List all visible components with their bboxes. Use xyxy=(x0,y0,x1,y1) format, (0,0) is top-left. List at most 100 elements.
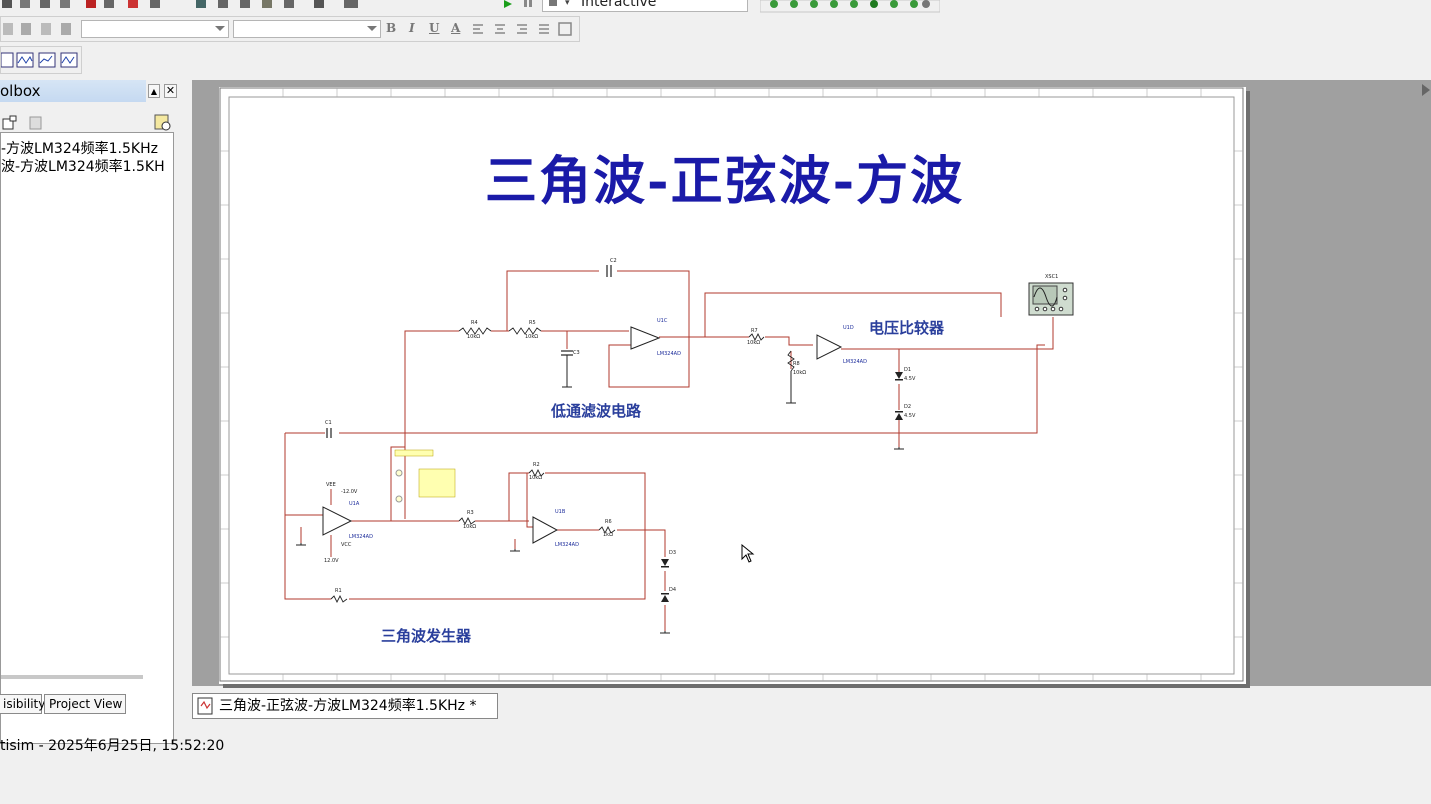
ground-symbols xyxy=(296,355,904,634)
label-R6: R6 xyxy=(605,519,612,525)
toolbar-row-2: B I U A xyxy=(0,16,580,42)
status-bar: tisim - 2025年6月25日, 15:52:20 xyxy=(0,730,1431,762)
capacitor-C2 xyxy=(606,265,612,277)
design-tree: -方波LM324频率1.5KHz 波-方波LM324频率1.5KH xyxy=(0,132,174,744)
label-C2: C2 xyxy=(610,258,617,264)
label-R1: R1 xyxy=(335,588,342,594)
italic-button[interactable]: I xyxy=(409,21,415,35)
schematic-doc-icon xyxy=(197,697,213,715)
document-tab[interactable]: 三角波-正弦波-方波LM324频率1.5KHz * xyxy=(192,693,498,719)
mouse-cursor-icon xyxy=(741,544,755,563)
bold-button[interactable]: B xyxy=(386,21,397,35)
label-XSC1: XSC1 xyxy=(1045,274,1059,280)
label-U1B-part: LM324AD xyxy=(555,542,579,548)
section-label-lowpass: 低通滤波电路 xyxy=(551,402,642,420)
probe-toolbar-icons[interactable] xyxy=(760,0,940,14)
tree-item-sheet[interactable]: 波-方波LM324频率1.5KH xyxy=(1,159,165,175)
schematic-canvas xyxy=(219,87,1244,682)
simulation-mode-select[interactable]: ▾ Interactive xyxy=(542,0,748,12)
label-VEE: VEE xyxy=(326,482,336,488)
label-D1: D1 xyxy=(904,367,912,373)
label-R7: R7 xyxy=(751,328,758,334)
horizontal-scrollbar[interactable] xyxy=(1,675,143,679)
circuit-wires xyxy=(284,270,1054,631)
status-text: tisim - 2025年6月25日, 15:52:20 xyxy=(0,738,225,754)
panel-collapse-button[interactable]: ▲ xyxy=(148,84,160,98)
section-label-triangle: 三角波发生器 xyxy=(381,627,472,645)
underline-button[interactable]: U xyxy=(429,21,440,35)
oscilloscope-XSC1 xyxy=(1028,282,1074,316)
document-tab-label: 三角波-正弦波-方波LM324频率1.5KHz * xyxy=(219,698,477,714)
probe-annotations xyxy=(394,449,456,503)
label-C1: C1 xyxy=(325,420,332,426)
simulate-play-icon[interactable] xyxy=(502,0,516,10)
schematic-title: 三角波-正弦波-方波 xyxy=(485,151,965,212)
panel-title: olbox xyxy=(0,80,146,102)
design-toolbox-panel: olbox ▲ ✕ -方波LM324频率1.5KHz 波-方波LM324频率1.… xyxy=(0,78,180,744)
opamp-U1B xyxy=(532,516,559,544)
label-R5: R5 xyxy=(529,320,536,326)
label-VCC: VCC xyxy=(341,542,352,548)
label-U1C-part: LM324AD xyxy=(657,351,681,357)
font-color-button[interactable]: A xyxy=(451,21,461,35)
chevron-down-icon xyxy=(215,26,225,31)
label-U1A: U1A xyxy=(349,501,360,507)
panel-close-button[interactable]: ✕ xyxy=(164,84,177,98)
opamp-U1A xyxy=(322,506,353,536)
resistor-R3 xyxy=(458,516,476,526)
label-R7-value: 10kΩ xyxy=(747,340,761,346)
label-C3: C3 xyxy=(573,350,580,356)
diode-D3 xyxy=(661,559,669,568)
workspace-scroll-indicator xyxy=(1422,84,1430,96)
diode-D2 xyxy=(895,411,903,420)
label-R3-value: 10kΩ xyxy=(463,524,477,530)
chevron-down-icon: ▾ xyxy=(565,0,570,8)
label-D1-value: 4.5V xyxy=(904,376,916,382)
delete-sheet-icon[interactable] xyxy=(28,115,44,131)
chevron-down-icon xyxy=(367,26,377,31)
section-label-comparator: 电压比较器 xyxy=(869,319,945,337)
simulation-mode-label: Interactive xyxy=(581,0,657,10)
capacitor-C3 xyxy=(561,350,573,356)
label-D2: D2 xyxy=(904,404,912,410)
capacitor-C1 xyxy=(326,428,332,438)
label-D3: D3 xyxy=(669,550,677,556)
resistor-R7 xyxy=(748,332,765,342)
resistor-R2 xyxy=(528,468,545,478)
label-R5-value: 10kΩ xyxy=(525,334,539,340)
label-U1D-part: LM324AD xyxy=(843,359,867,365)
label-U1D: U1D xyxy=(843,325,854,331)
label-U1A-part: LM324AD xyxy=(349,534,373,540)
schematic-sheet[interactable]: 三角波-正弦波-方波 低通滤波电路 电压比较器 三角波发生器 C2 R4 10k… xyxy=(219,87,1246,684)
graph-toolbar-icons[interactable] xyxy=(1,51,81,71)
new-sheet-icon[interactable] xyxy=(2,115,18,131)
resistor-R1 xyxy=(330,594,348,604)
tree-item-design[interactable]: -方波LM324频率1.5KHz xyxy=(1,141,158,157)
label-U1B: U1B xyxy=(555,509,566,515)
resistor-R5 xyxy=(508,327,542,335)
label-R2: R2 xyxy=(533,462,540,468)
label-D2-value: 4.5V xyxy=(904,413,916,419)
format-toolbar-icons[interactable] xyxy=(1,21,79,41)
resistor-R4 xyxy=(458,327,492,335)
stop-icon xyxy=(549,0,557,6)
design-properties-icon[interactable] xyxy=(154,114,172,132)
label-R8-value: 10kΩ xyxy=(793,370,807,376)
font-size-select[interactable] xyxy=(233,20,381,38)
toolbar-row-1: ▾ Interactive xyxy=(0,0,940,14)
main-toolbar-icons[interactable] xyxy=(0,0,380,14)
tab-project-view[interactable]: Project View xyxy=(44,694,126,714)
diode-D1 xyxy=(895,372,903,381)
label-U1C: U1C xyxy=(657,318,668,324)
font-family-select[interactable] xyxy=(81,20,229,38)
simulate-pause-icon[interactable] xyxy=(522,0,536,10)
label-R6-value: 1kΩ xyxy=(603,532,613,538)
label-D4: D4 xyxy=(669,587,677,593)
label-R2-value: 10kΩ xyxy=(529,475,543,481)
diode-D4 xyxy=(661,593,669,602)
tab-visibility[interactable]: isibility xyxy=(0,694,45,714)
label-R8: R8 xyxy=(793,361,800,367)
align-buttons[interactable] xyxy=(469,21,579,39)
toolbar-row-3 xyxy=(0,46,82,74)
label-R3: R3 xyxy=(467,510,474,516)
